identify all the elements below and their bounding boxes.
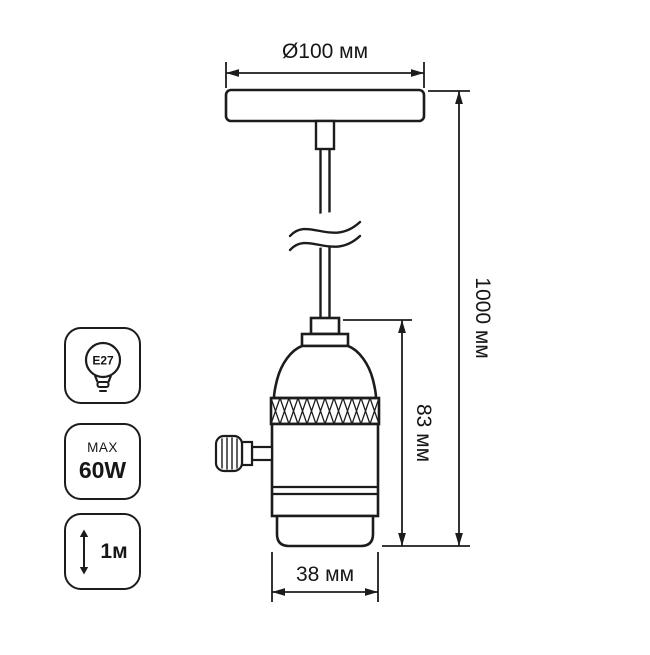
- pendant-lamp-drawing: [214, 88, 426, 548]
- cable-length-value: 1м: [100, 539, 128, 563]
- dimension-socket-diameter: 38 мм: [271, 552, 379, 602]
- cable-break-icon: [288, 208, 362, 252]
- max-label: MAX: [87, 439, 118, 455]
- ceiling-canopy: [224, 88, 426, 123]
- dimension-total-length: 1000 мм: [382, 90, 494, 547]
- knob-thumbwheel: [214, 434, 244, 473]
- dimension-canopy-diameter: Ø100 мм: [225, 40, 425, 88]
- socket-dome: [272, 344, 378, 400]
- lamp-socket: [269, 316, 381, 548]
- socket-bottom-cap: [275, 514, 375, 548]
- socket-type-label: E27: [92, 353, 114, 367]
- badge-max-power: MAX 60W: [64, 423, 141, 500]
- max-power-value: 60W: [78, 456, 127, 483]
- switch-knob: [214, 434, 274, 473]
- socket-height-label: 83 мм: [412, 404, 435, 462]
- socket-diameter-label: 38 мм: [296, 563, 354, 586]
- badge-cable-length: 1м: [64, 513, 141, 590]
- knob-shaft: [250, 445, 274, 462]
- canopy-stem: [314, 119, 336, 151]
- vertical-arrow-icon: [80, 529, 89, 574]
- total-length-label: 1000 мм: [471, 277, 494, 358]
- socket-body: [270, 422, 380, 518]
- bulb-icon: E27: [84, 341, 121, 392]
- canopy-diameter-label: Ø100 мм: [282, 40, 368, 63]
- badge-socket-type: E27: [64, 327, 141, 404]
- knob-ribs: [221, 437, 238, 470]
- knob-collar: [240, 440, 254, 467]
- socket-shoulder: [300, 332, 350, 348]
- knurled-ring: [269, 396, 381, 426]
- socket-collar: [309, 316, 341, 336]
- dimension-socket-height: 83 мм: [343, 319, 435, 546]
